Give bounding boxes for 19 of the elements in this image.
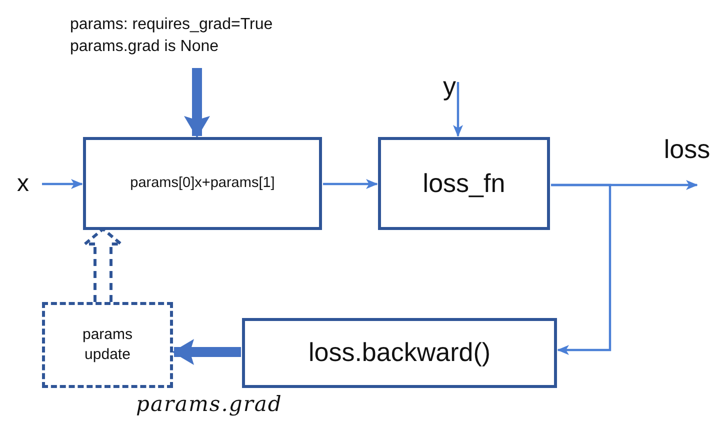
node-text: params update	[81, 324, 134, 365]
node-text: loss	[664, 133, 710, 166]
process-box	[83, 137, 322, 230]
arrow	[172, 339, 241, 365]
process-box	[42, 302, 173, 388]
process-box	[242, 318, 557, 388]
node-text: params: requires_grad=True params.grad is None	[70, 15, 274, 57]
arrow	[42, 179, 83, 189]
process-box	[378, 137, 550, 230]
arrow	[323, 179, 378, 189]
arrow	[551, 184, 612, 355]
node-text: loss_fn	[422, 166, 506, 200]
arrow	[453, 82, 463, 137]
node-text: loss.backward()	[308, 336, 491, 370]
node-text: params[0]x+params[1]	[130, 174, 275, 193]
edge-label: params.grad	[136, 392, 282, 416]
node-text: x	[17, 168, 29, 199]
node-text: y	[443, 70, 456, 104]
arrow	[184, 68, 210, 138]
